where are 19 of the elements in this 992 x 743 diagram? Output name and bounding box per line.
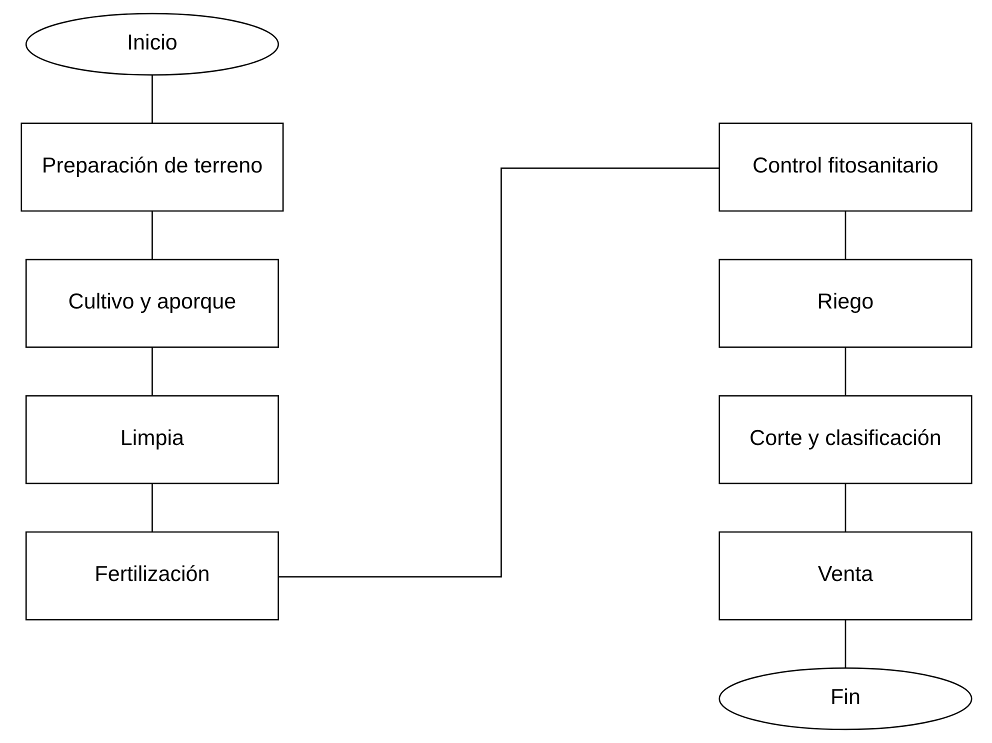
node-box: Venta [718,531,972,620]
node-box: Control fitosanitario [718,122,972,212]
connector [844,211,846,260]
connector [278,168,719,578]
node-box: Preparación de terreno [20,122,284,212]
connector [151,75,152,124]
node-ellipse: Fin [718,667,972,730]
connector [151,211,152,260]
connector [844,483,846,532]
node-box: Limpia [24,395,278,484]
node-box: Corte y clasificación [718,395,972,484]
node-box: Cultivo y aporque [24,258,278,348]
connector [844,347,846,396]
node-ellipse: Inicio [24,12,278,76]
connector [844,620,846,668]
node-box: Fertilización [24,531,278,620]
node-box: Riego [718,258,972,348]
connector [151,347,152,396]
connector [151,483,152,532]
